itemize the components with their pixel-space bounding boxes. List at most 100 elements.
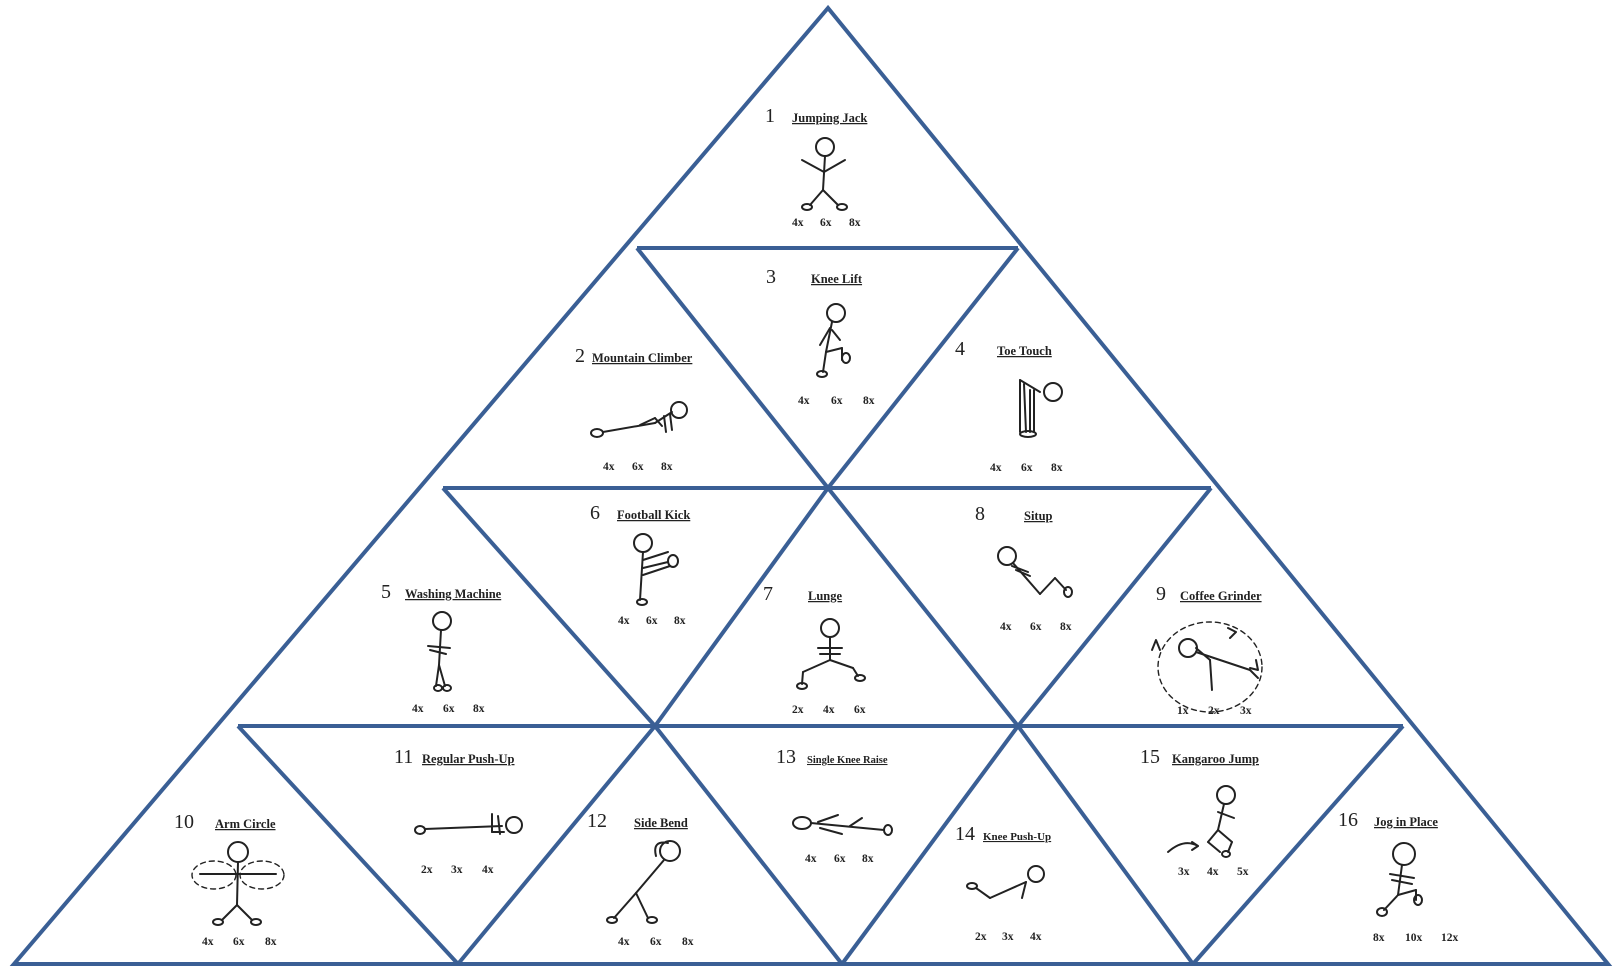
exercise-number: 16 [1338, 809, 1358, 831]
rep-high: 8x [1051, 462, 1063, 474]
rep-mid: 6x [650, 936, 662, 948]
rep-low: 4x [1000, 621, 1012, 633]
exercise-number: 7 [763, 583, 773, 605]
jog-in-place-figure [1376, 842, 1423, 917]
rep-low: 4x [990, 462, 1002, 474]
rep-mid: 10x [1405, 932, 1423, 944]
exercise-card-8: 8 Situp 4x 6x 8x [975, 503, 1073, 633]
rep-low: 4x [202, 936, 214, 948]
exercise-name: Side Bend [634, 816, 688, 830]
regular-push-up-figure [414, 813, 523, 835]
kangaroo-jump-figure [1167, 785, 1236, 858]
exercise-card-7: 7 Lunge 2x 4x 6x [763, 583, 866, 716]
exercise-name: Toe Touch [997, 344, 1052, 358]
rep-low: 4x [798, 395, 810, 407]
rep-mid: 4x [823, 704, 835, 716]
situp-figure [997, 546, 1073, 598]
side-bend-figure [606, 840, 681, 924]
exercise-card-3: 3 Knee Lift 4x 6x 8x [766, 266, 875, 407]
toe-touch-figure [1019, 379, 1063, 438]
knee-lift-figure [816, 303, 851, 378]
exercise-name: Knee Push-Up [983, 831, 1051, 843]
rep-mid: 2x [1208, 705, 1220, 717]
exercise-name: Lunge [808, 589, 842, 603]
exercise-number: 1 [765, 105, 775, 127]
rep-high: 8x [863, 395, 875, 407]
exercise-number: 6 [590, 502, 600, 524]
mountain-climber-figure [590, 401, 688, 438]
rep-low: 4x [805, 853, 817, 865]
washing-machine-figure [427, 611, 452, 692]
rep-mid: 6x [1030, 621, 1042, 633]
exercise-card-6: 6 Football Kick 4x 6x 8x [590, 502, 690, 627]
exercise-number: 3 [766, 266, 776, 288]
pyramid-outline [9, 4, 1613, 966]
diagonal-11 [1016, 724, 1195, 966]
rep-high: 8x [674, 615, 686, 627]
exercise-number: 2 [575, 345, 585, 367]
diagonal-4 [653, 486, 830, 728]
pyramid-grid [9, 4, 1613, 966]
exercise-card-5: 5 Washing Machine 4x 6x 8x [381, 581, 502, 715]
rep-high: 4x [482, 864, 494, 876]
rep-high: 8x [849, 217, 861, 229]
exercise-card-14: 14 Knee Push-Up 2x 3x 4x [955, 823, 1051, 943]
rep-high: 8x [682, 936, 694, 948]
rep-mid: 3x [451, 864, 463, 876]
exercise-card-9: 9 Coffee Grinder 1x 2x 3x [1151, 583, 1263, 717]
rep-low: 4x [618, 936, 630, 948]
rep-low: 2x [792, 704, 804, 716]
exercise-name: Football Kick [617, 508, 690, 522]
diagonal-9 [653, 724, 844, 966]
rep-mid: 4x [1207, 866, 1219, 878]
exercise-name: Mountain Climber [592, 351, 693, 365]
exercise-name: Single Knee Raise [807, 755, 888, 766]
rep-low: 4x [618, 615, 630, 627]
arm-circle-figure [191, 841, 285, 926]
diagonal-1 [635, 246, 830, 490]
exercise-number: 8 [975, 503, 985, 525]
rep-high: 12x [1441, 932, 1459, 944]
exercise-card-10: 10 Arm Circle 4x 6x 8x [174, 811, 285, 948]
rep-high: 8x [1060, 621, 1072, 633]
exercise-card-16: 16 Jog in Place 8x 10x 12x [1338, 809, 1459, 944]
lunge-figure [796, 618, 866, 690]
exercise-name: Regular Push-Up [422, 752, 515, 766]
diagonal-3 [441, 486, 657, 728]
rep-mid: 6x [1021, 462, 1033, 474]
diagonal-10 [840, 724, 1020, 966]
rep-high: 3x [1240, 705, 1252, 717]
rep-mid: 6x [820, 217, 832, 229]
exercise-number: 14 [955, 823, 975, 845]
exercise-card-1: 1 Jumping Jack 4x 6x 8x [765, 105, 867, 229]
exercise-number: 5 [381, 581, 391, 603]
exercise-name: Kangaroo Jump [1172, 752, 1259, 766]
rep-low: 1x [1177, 705, 1189, 717]
exercise-number: 13 [776, 746, 796, 768]
rep-high: 5x [1237, 866, 1249, 878]
rep-low: 4x [792, 217, 804, 229]
jumping-jack-figure [801, 137, 848, 211]
exercise-name: Arm Circle [215, 817, 276, 831]
rep-high: 6x [854, 704, 866, 716]
exercise-name: Jog in Place [1374, 815, 1438, 829]
exercise-name: Coffee Grinder [1180, 589, 1262, 603]
rep-mid: 3x [1002, 931, 1014, 943]
exercise-name: Knee Lift [811, 272, 863, 286]
rep-low: 2x [421, 864, 433, 876]
exercise-card-4: 4 Toe Touch 4x 6x 8x [955, 338, 1063, 474]
rep-high: 4x [1030, 931, 1042, 943]
rep-high: 8x [265, 936, 277, 948]
diagonal-12 [1191, 724, 1405, 966]
exercise-card-12: 12 Side Bend 4x 6x 8x [587, 810, 694, 948]
rep-low: 8x [1373, 932, 1385, 944]
exercise-number: 4 [955, 338, 965, 360]
exercise-card-15: 15 Kangaroo Jump 3x 4x 5x [1140, 746, 1259, 878]
exercise-name: Situp [1024, 509, 1053, 523]
exercise-card-13: 13 Single Knee Raise 4x 6x 8x [776, 746, 893, 865]
rep-low: 2x [975, 931, 987, 943]
exercise-number: 10 [174, 811, 194, 833]
single-knee-raise-figure [792, 814, 893, 836]
rep-high: 8x [473, 703, 485, 715]
rep-mid: 6x [831, 395, 843, 407]
